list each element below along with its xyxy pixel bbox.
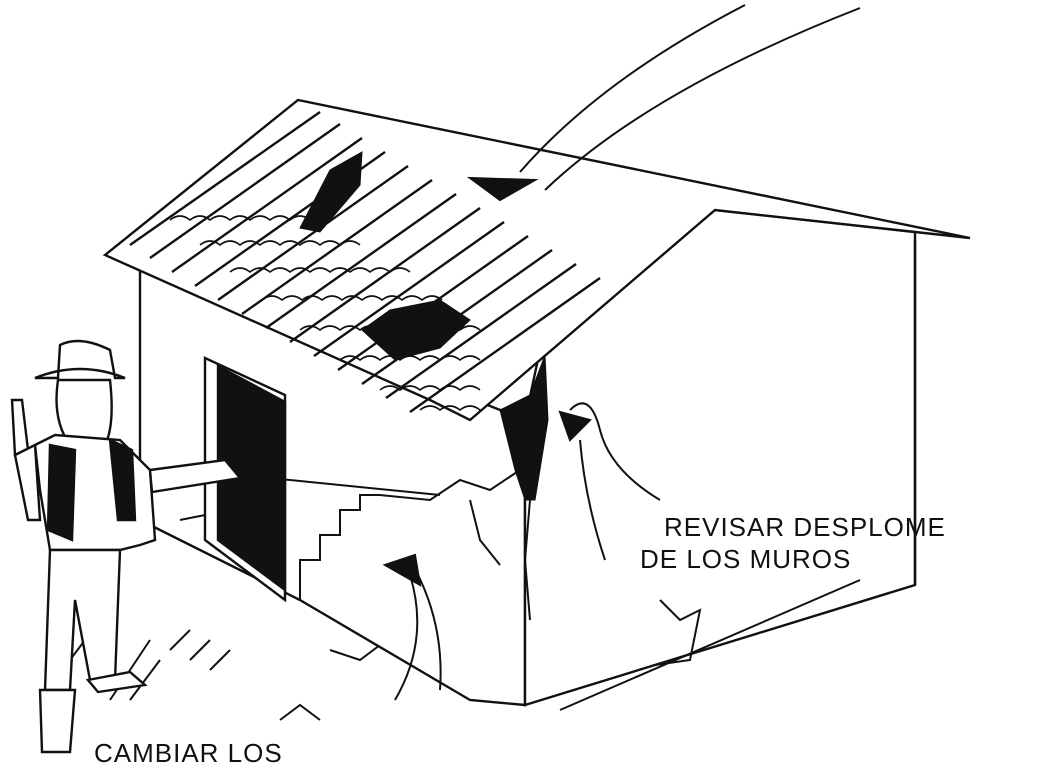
wall-cracks [179, 469, 702, 666]
label-leader [559, 579, 861, 711]
roof-holes [299, 151, 471, 361]
arrow-corner [558, 402, 661, 561]
wall-corner-damage [499, 354, 549, 501]
arrow-roof [466, 4, 861, 202]
wall-label-line-1: REVISAR DESPLOME [664, 512, 946, 542]
wall-label-line-2: DE LOS MUROS [640, 544, 852, 574]
bottom-label: CAMBIAR LOS [94, 738, 283, 768]
man-figure [10, 339, 441, 754]
roof [102, 98, 971, 422]
arrow-wall-base [382, 553, 442, 701]
door [203, 356, 287, 603]
